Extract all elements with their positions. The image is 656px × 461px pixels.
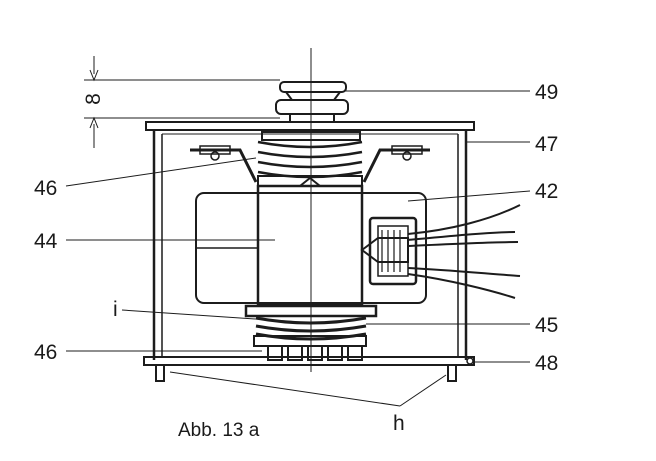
callout-46-top: 46 — [34, 177, 57, 200]
callout-i: i — [113, 298, 118, 321]
callout-44: 44 — [34, 230, 58, 253]
connection-wires — [407, 204, 521, 299]
callout-46-bottom: 46 — [34, 341, 57, 364]
callout-45: 45 — [535, 314, 558, 337]
callout-42: 42 — [535, 180, 558, 203]
callout-48: 48 — [535, 352, 558, 375]
dimension-marker — [84, 56, 280, 148]
callout-47: 47 — [535, 133, 558, 156]
pulley — [275, 81, 349, 122]
frame-housing — [145, 121, 475, 360]
callout-h: h — [393, 412, 405, 435]
figure-caption: Abb. 13 a — [178, 420, 260, 441]
callout-49: 49 — [535, 81, 558, 104]
terminal-block — [360, 216, 418, 286]
dimension-label: 8 — [82, 93, 105, 105]
leader-lines — [65, 90, 531, 407]
